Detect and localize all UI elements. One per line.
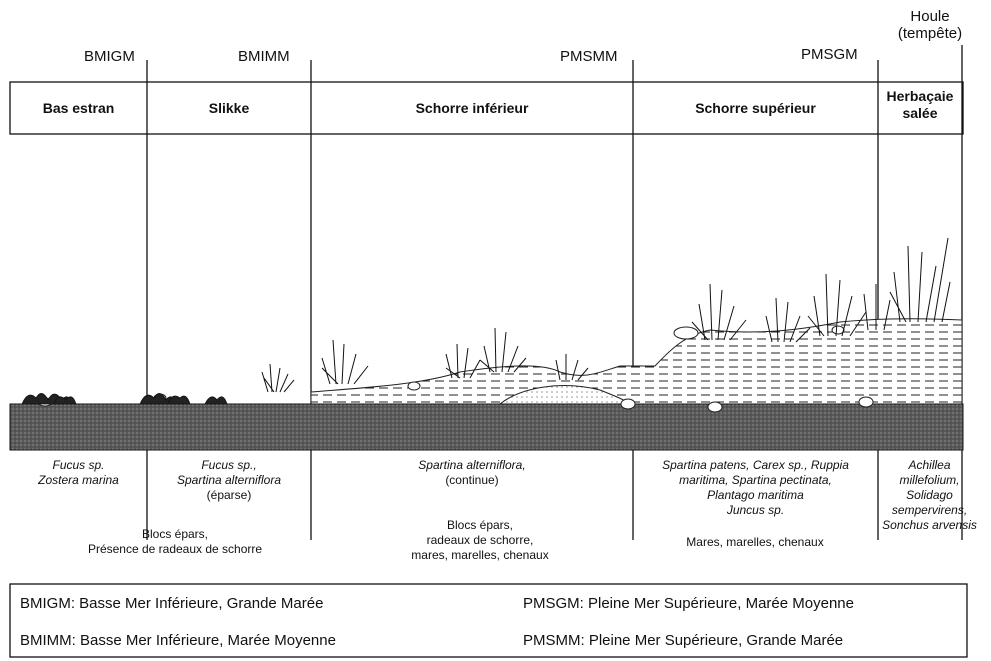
- houle-label: Houle: [895, 8, 965, 25]
- herbacaie-label-2: salée: [878, 105, 962, 122]
- species-line: (éparse): [147, 488, 311, 503]
- note-slikke: Blocs épars, Présence de radeaux de scho…: [40, 527, 310, 557]
- legend-pmsmm: PMSMM: Pleine Mer Supérieure, Grande Mar…: [523, 632, 843, 649]
- species-schorre-superieur: Spartina patens, Carex sp., Ruppia marit…: [628, 458, 883, 518]
- note-line: Blocs épars,: [380, 518, 580, 533]
- species-line: sempervirens,: [868, 503, 991, 518]
- fucus-clumps: [22, 393, 227, 404]
- species-slikke: Fucus sp., Spartina alterniflora (éparse…: [147, 458, 311, 503]
- sediment-upper-marsh: [311, 319, 962, 404]
- note-line: Présence de radeaux de schorre: [40, 542, 310, 557]
- zone-herbacaie: Herbaçaie salée: [878, 88, 962, 122]
- species-line: Solidago: [868, 488, 991, 503]
- legend-pmsgm: PMSGM: Pleine Mer Supérieure, Marée Moye…: [523, 595, 854, 612]
- note-line: Blocs épars,: [40, 527, 310, 542]
- species-line: Spartina alterniflora: [147, 473, 311, 488]
- houle-sublabel: (tempête): [895, 25, 965, 42]
- tide-mark-houle: Houle (tempête): [895, 8, 965, 42]
- species-herbacaie: Achillea millefolium, Solidago sempervir…: [868, 458, 991, 533]
- species-line: maritima, Spartina pectinata,: [628, 473, 883, 488]
- species-line: Achillea: [868, 458, 991, 473]
- species-line: Juncus sp.: [628, 503, 883, 518]
- substrate-layer: [10, 404, 963, 450]
- tide-mark-pmsmm: PMSMM: [560, 48, 618, 65]
- species-line: Fucus sp.,: [147, 458, 311, 473]
- zone-schorre-inferieur: Schorre inférieur: [311, 100, 633, 116]
- tide-mark-bmigm: BMIGM: [84, 48, 135, 65]
- tide-mark-bmimm: BMIMM: [238, 48, 290, 65]
- tide-mark-pmsgm: PMSGM: [801, 46, 858, 63]
- species-line: Plantago maritima: [628, 488, 883, 503]
- legend-bmigm: BMIGM: Basse Mer Inférieure, Grande Maré…: [20, 595, 323, 612]
- species-bas-estran: Fucus sp. Zostera marina: [10, 458, 147, 488]
- note-line: Mares, marelles, chenaux: [640, 535, 870, 550]
- herbacaie-label-1: Herbaçaie: [878, 88, 962, 105]
- species-line: (continue): [311, 473, 633, 488]
- zone-bas-estran: Bas estran: [10, 100, 147, 116]
- species-line: Zostera marina: [10, 473, 147, 488]
- species-line: Spartina alterniflora,: [311, 458, 633, 473]
- note-schorre-inferieur: Blocs épars, radeaux de schorre, mares, …: [380, 518, 580, 563]
- legend-bmimm: BMIMM: Basse Mer Inférieure, Marée Moyen…: [20, 632, 336, 649]
- note-line: mares, marelles, chenaux: [380, 548, 580, 563]
- note-line: radeaux de schorre,: [380, 533, 580, 548]
- note-schorre-superieur: Mares, marelles, chenaux: [640, 535, 870, 550]
- species-line: Fucus sp.: [10, 458, 147, 473]
- zone-schorre-superieur: Schorre supérieur: [633, 100, 878, 116]
- species-line: Sonchus arvensis: [868, 518, 991, 533]
- zone-slikke: Slikke: [147, 100, 311, 116]
- species-line: Spartina patens, Carex sp., Ruppia: [628, 458, 883, 473]
- species-line: millefolium,: [868, 473, 991, 488]
- species-schorre-inferieur: Spartina alterniflora, (continue): [311, 458, 633, 488]
